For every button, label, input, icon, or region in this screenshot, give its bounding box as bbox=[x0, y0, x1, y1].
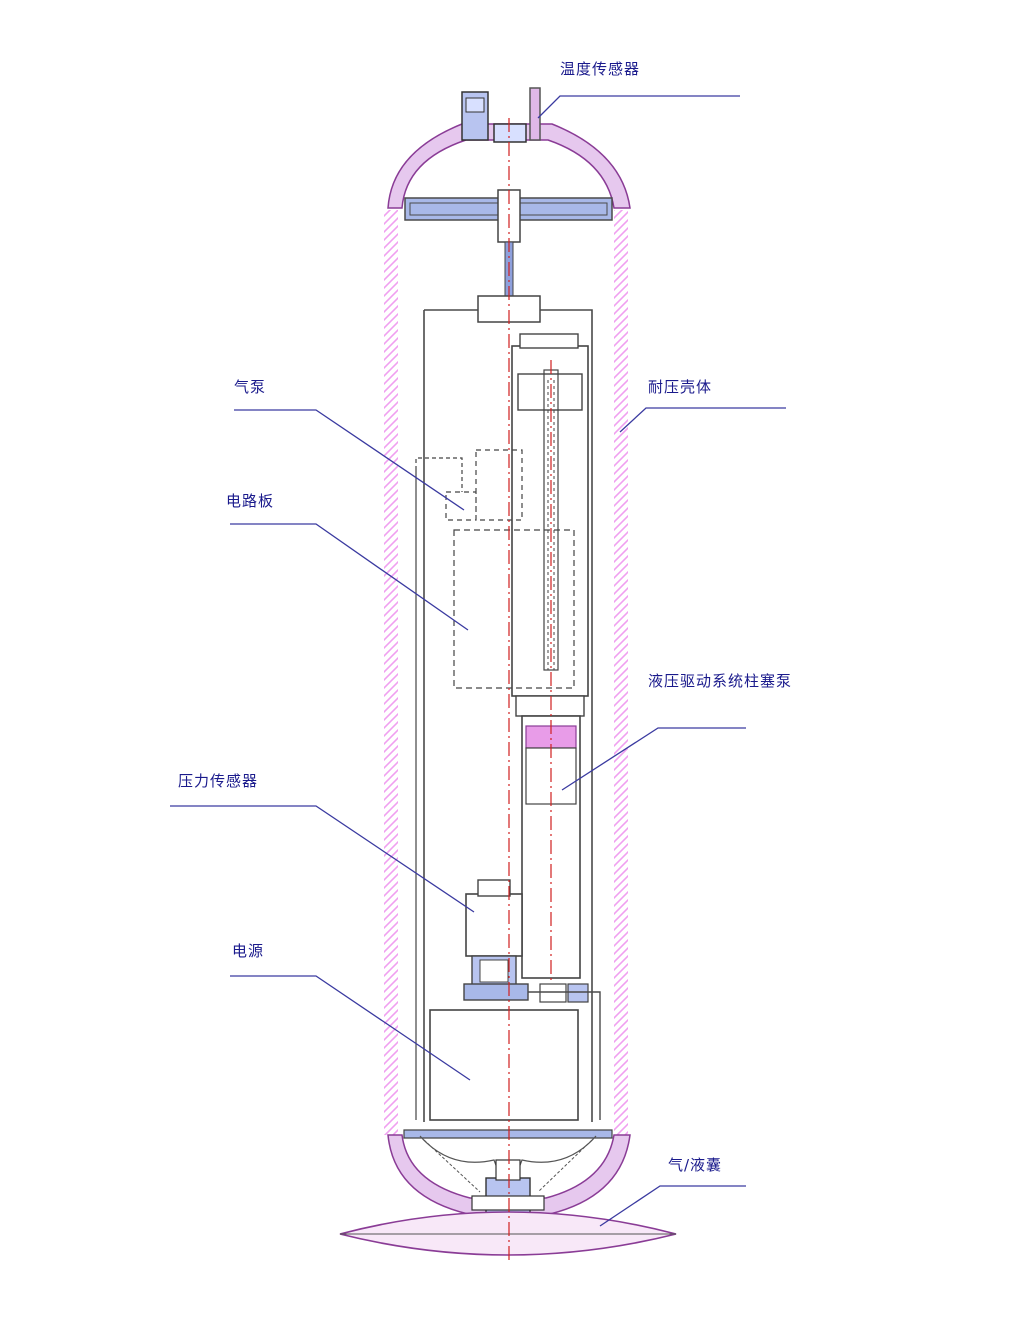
circuit-board-dashed bbox=[453, 529, 575, 689]
leader-air-pump bbox=[234, 409, 465, 511]
leader-circuit-board bbox=[230, 523, 469, 631]
power-supply-box bbox=[429, 1009, 579, 1121]
label-circuit-board: 电路板 bbox=[226, 492, 275, 510]
leader-power-supply bbox=[230, 975, 471, 1081]
shell-wall-right bbox=[614, 210, 628, 1135]
label-power-supply: 电源 bbox=[232, 942, 265, 960]
temperature-sensor-probe bbox=[529, 87, 541, 141]
pressure-sensor-body bbox=[465, 893, 523, 957]
label-bladder: 气/液囊 bbox=[668, 1156, 723, 1174]
inner-frame bbox=[423, 309, 593, 1122]
bottom-end-cap bbox=[387, 1134, 631, 1215]
label-air-pump: 气泵 bbox=[234, 378, 267, 396]
leader-bladder bbox=[599, 1185, 746, 1227]
shell-wall-left bbox=[384, 210, 398, 1135]
leader-hydraulic-pump bbox=[561, 727, 746, 791]
top-end-cap bbox=[387, 123, 631, 209]
leader-lines bbox=[170, 95, 786, 1227]
label-hydraulic-pump: 液压驱动系统柱塞泵 bbox=[648, 672, 793, 690]
label-pressure-shell: 耐压壳体 bbox=[648, 378, 713, 396]
label-temperature-sensor: 温度传感器 bbox=[560, 60, 641, 78]
label-pressure-sensor: 压力传感器 bbox=[178, 772, 259, 790]
leader-temperature-sensor bbox=[537, 95, 740, 119]
leader-pressure-sensor bbox=[170, 805, 475, 913]
air-pump-dashed bbox=[445, 449, 523, 521]
leader-pressure-shell bbox=[619, 407, 786, 433]
